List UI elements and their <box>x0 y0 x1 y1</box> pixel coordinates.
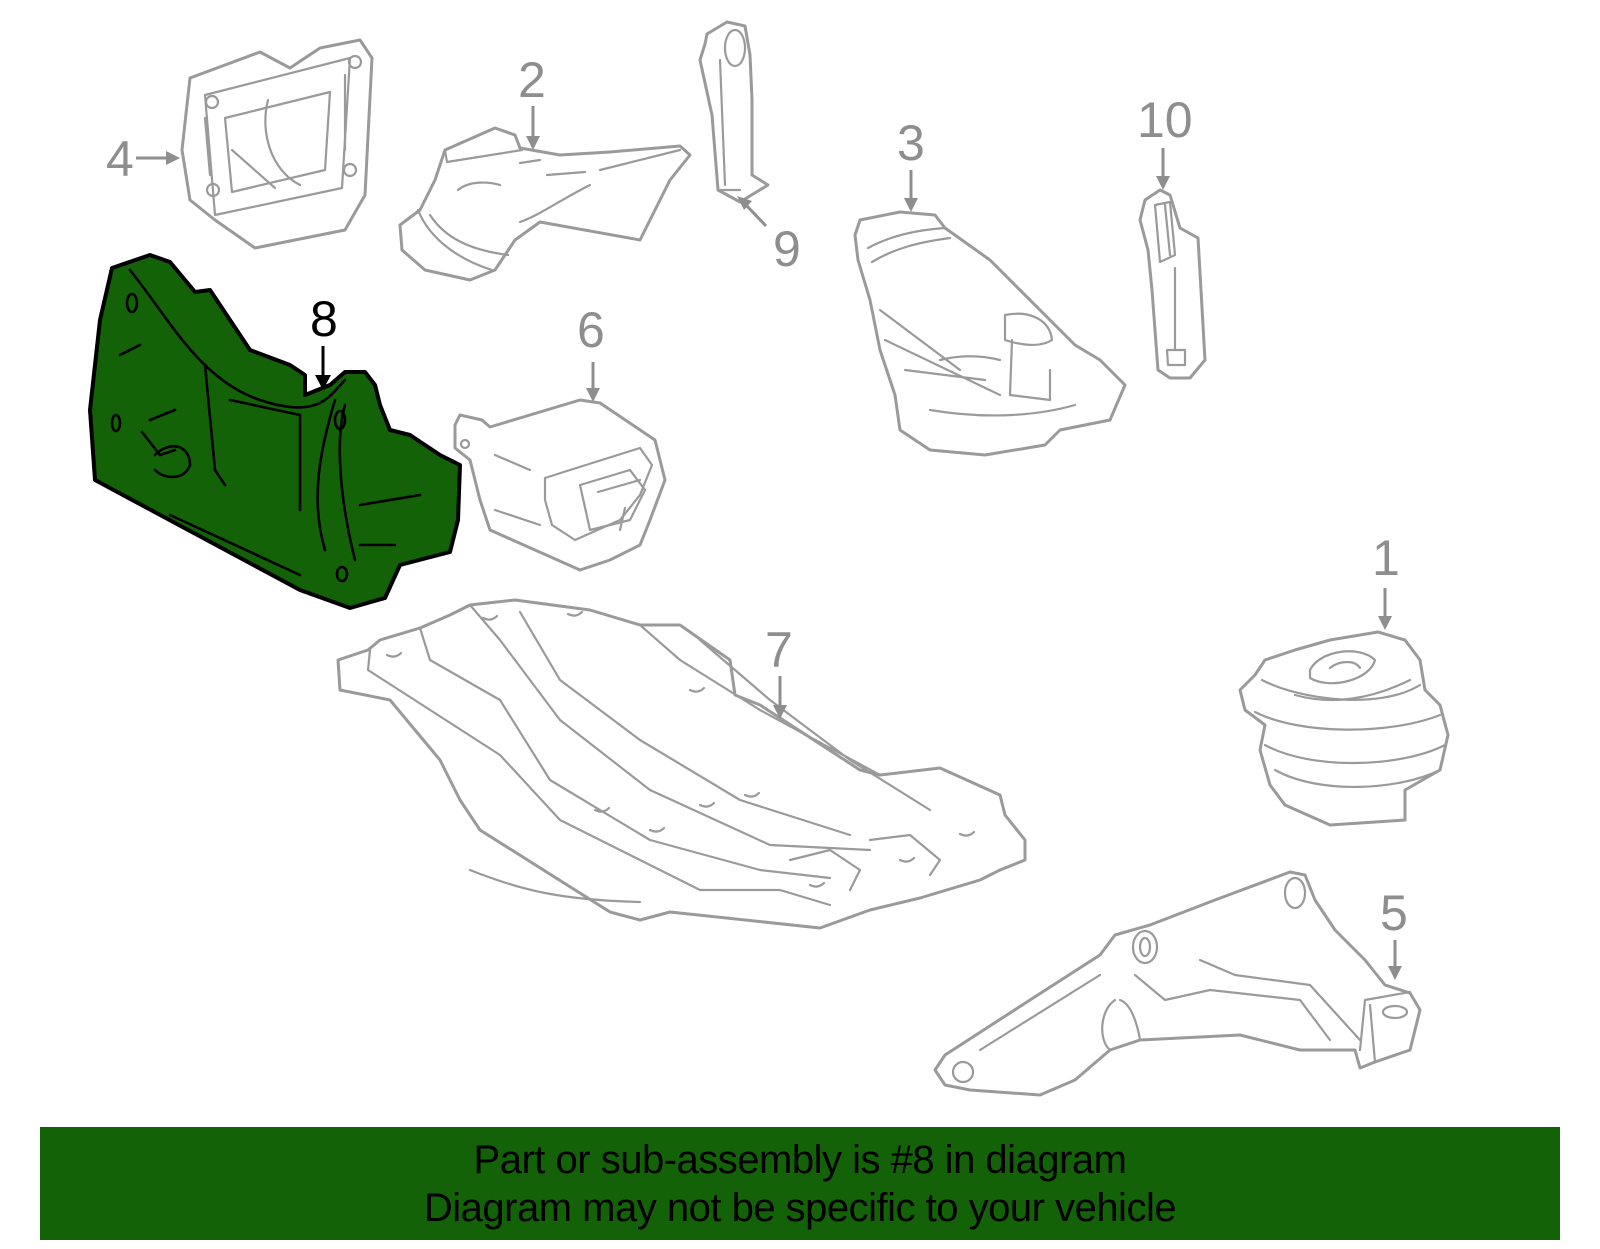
part-1-engine-mount[interactable] <box>1238 630 1450 827</box>
part-2-heat-shield[interactable] <box>398 126 692 282</box>
callout-5: 5 <box>1380 885 1408 980</box>
part-7-crossmember[interactable] <box>336 598 1027 930</box>
part-info-banner: Part or sub-assembly is #8 in diagram Di… <box>40 1127 1560 1240</box>
svg-text:6: 6 <box>577 302 605 358</box>
banner-line-part-number: Part or sub-assembly is #8 in diagram <box>473 1137 1127 1182</box>
part-6-transmission-mount[interactable] <box>453 398 667 572</box>
callout-2: 2 <box>518 52 546 150</box>
part-10-bracket[interactable] <box>1138 188 1207 380</box>
banner-line-disclaimer: Diagram may not be specific to your vehi… <box>423 1185 1177 1230</box>
part-8-mount-bracket-highlighted[interactable] <box>88 253 462 610</box>
part-3-engine-mount[interactable] <box>853 210 1127 457</box>
svg-text:9: 9 <box>773 221 801 277</box>
svg-text:8: 8 <box>310 291 338 347</box>
svg-text:1: 1 <box>1372 530 1400 586</box>
callout-4: 4 <box>106 131 180 187</box>
svg-text:3: 3 <box>897 115 925 171</box>
callout-8: 8 <box>310 291 338 390</box>
svg-text:5: 5 <box>1380 885 1408 941</box>
svg-text:2: 2 <box>518 52 546 108</box>
callout-6: 6 <box>577 302 605 402</box>
callout-1: 1 <box>1372 530 1400 630</box>
part-4-bracket[interactable] <box>180 38 374 250</box>
svg-text:7: 7 <box>765 622 793 678</box>
svg-text:4: 4 <box>106 131 134 187</box>
callout-9: 9 <box>737 196 801 277</box>
svg-text:10: 10 <box>1137 92 1193 148</box>
part-5-support-arm[interactable] <box>933 870 1422 1097</box>
callout-3: 3 <box>897 115 925 212</box>
callout-7: 7 <box>765 622 793 719</box>
part-9-bracket[interactable] <box>698 20 770 204</box>
callout-10: 10 <box>1137 92 1193 190</box>
